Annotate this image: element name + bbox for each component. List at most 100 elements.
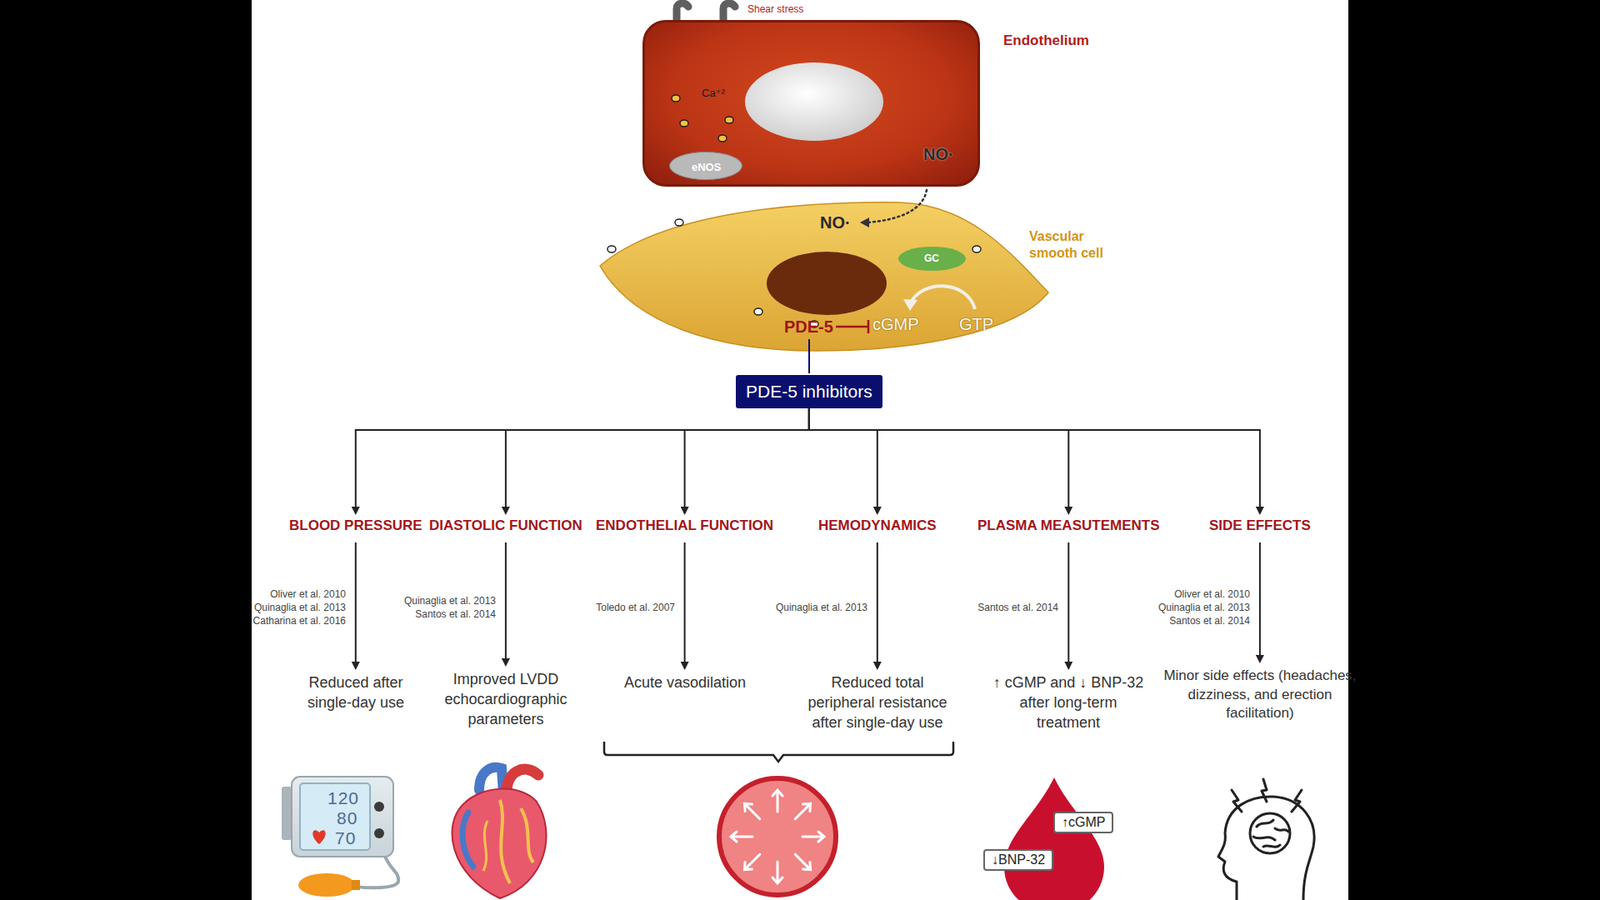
clock-tick-arrow — [772, 790, 783, 812]
nucleus — [745, 62, 884, 141]
category-heading: HEMODYNAMICS — [815, 515, 940, 536]
node-text: Acute vasodilation — [601, 673, 769, 694]
node-text: cGMP — [872, 315, 920, 335]
connector-arrow — [505, 408, 810, 514]
node-text: BLOOD PRESSURE — [289, 517, 423, 535]
citation-label: Toledo et al. 2007 — [570, 600, 675, 615]
clock-tick-arrow — [740, 850, 764, 874]
clock-tick — [740, 800, 764, 823]
connector-arrow — [355, 542, 357, 669]
citation-label: Oliver et al. 2010 Quinaglia et al. 2013… — [241, 587, 346, 628]
node-text: ↓BNP-32 — [991, 852, 1045, 868]
connector-arrow — [505, 542, 507, 665]
result-text: Minor side effects (headaches, dizziness… — [1163, 666, 1357, 724]
decor-shape — [374, 828, 385, 839]
citation-label: Oliver et al. 2010 Quinaglia et al. 2013… — [1145, 587, 1250, 628]
diffusion-arrowhead — [860, 217, 870, 228]
connector-arrow — [809, 408, 1260, 514]
clock-tick-arrow — [802, 831, 825, 842]
cell-membrane — [600, 202, 1049, 351]
decor-shape — [730, 790, 825, 884]
decor-shape — [719, 778, 836, 895]
decor-shape — [300, 783, 370, 850]
decor-shape — [374, 801, 385, 812]
node-text: Reduced after single-day use — [297, 673, 415, 714]
node-text: Reduced total peripheral resistance afte… — [798, 673, 957, 734]
decor-shape — [1261, 779, 1267, 802]
node-text: ↑ cGMP and ↓ BNP-32 after long-term trea… — [989, 673, 1148, 734]
clock-tick — [772, 861, 783, 884]
decor-shape — [1253, 820, 1289, 847]
connector-arrow — [809, 408, 878, 514]
clock-tick — [740, 850, 764, 874]
category-heading: DIASTOLIC FUNCTION — [425, 515, 586, 536]
node-text: Improved LVDD echocardiographic paramete… — [439, 670, 573, 730]
endothelium-cell: EndotheliumCa⁺²NO·eNOS — [642, 20, 980, 187]
decor-shape — [500, 800, 510, 884]
monitor-reading: 120 — [327, 788, 360, 809]
decor-shape — [723, 3, 735, 22]
monitor-reading: 80 — [336, 808, 358, 829]
clock-tick-arrow — [740, 800, 764, 823]
decor-shape — [351, 880, 360, 890]
citation-label: Quinaglia et al. 2013 Santos et al. 2014 — [391, 594, 496, 621]
clock-tick — [730, 831, 753, 842]
category-heading: BLOOD PRESSURE — [285, 515, 426, 536]
conversion-arrow — [910, 285, 975, 310]
node-text: ↑cGMP — [1061, 815, 1105, 830]
nucleus — [766, 251, 887, 315]
decor-shape — [1250, 813, 1290, 854]
inhibitor-box: PDE-5 inhibitors — [735, 375, 883, 409]
clock-icon — [719, 778, 836, 895]
smooth-muscle-cell: Vascular smooth cellNO·PDE-5cGMPGTPGC — [600, 199, 1049, 352]
gc-ellipse: GC — [898, 246, 966, 271]
vesicle-dot — [754, 308, 763, 315]
node-text: GTP — [959, 315, 994, 335]
node-text: GC — [924, 252, 940, 265]
decor-shape — [1218, 796, 1315, 900]
value-box: ↑cGMP — [1053, 811, 1114, 834]
connector-arrow — [876, 542, 879, 669]
connector-arrow — [355, 408, 810, 514]
connector-arrow — [684, 542, 686, 669]
decor-shape — [462, 812, 474, 867]
clock-tick — [791, 800, 815, 823]
decor-shape — [676, 3, 689, 22]
cell-heading: Endothelium — [1003, 32, 1090, 50]
value-box: ↓BNP-32 — [983, 849, 1054, 871]
node-text: Ca⁺² — [701, 86, 725, 100]
monitor-reading: 70 — [335, 828, 356, 849]
inhibition-line — [835, 320, 869, 334]
decor-shape — [483, 820, 488, 871]
clock-tick — [802, 831, 825, 842]
clock-tick — [772, 790, 783, 812]
node-text: PDE-5 inhibitors — [745, 381, 873, 402]
vesicle-dot — [675, 219, 684, 226]
clock-tick-arrow — [791, 850, 815, 874]
connector-arrow — [809, 408, 1069, 514]
category-heading: ENDOTHELIAL FUNCTION — [592, 515, 777, 536]
node-text: NO· — [820, 213, 851, 233]
result-text: Reduced after single-day use — [297, 673, 415, 714]
node-text: PDE-5 — [784, 317, 834, 337]
cell-heading: Vascular smooth cell — [1029, 228, 1120, 262]
result-text: ↑ cGMP and ↓ BNP-32 after long-term trea… — [989, 673, 1148, 734]
bracket — [604, 741, 954, 762]
node-text: Minor side effects (headaches, dizziness… — [1163, 666, 1357, 724]
heart-illustration — [452, 767, 547, 899]
node-text: DIASTOLIC FUNCTION — [429, 517, 583, 535]
conversion-arrowhead — [903, 299, 918, 311]
calcium-dot — [718, 135, 727, 142]
result-text: Reduced total peripheral resistance afte… — [798, 673, 957, 734]
diffusion-arrow — [868, 190, 927, 223]
clock-tick-arrow — [772, 861, 783, 884]
vesicle-dot — [607, 245, 616, 253]
connector-arrow — [685, 408, 810, 514]
decor-shape — [452, 789, 547, 899]
decor-shape — [291, 776, 394, 857]
category-heading: SIDE EFFECTS — [1205, 515, 1315, 536]
link-line — [808, 339, 810, 374]
calcium-dot — [725, 116, 734, 124]
citation-label: Santos et al. 2014 — [954, 600, 1059, 615]
